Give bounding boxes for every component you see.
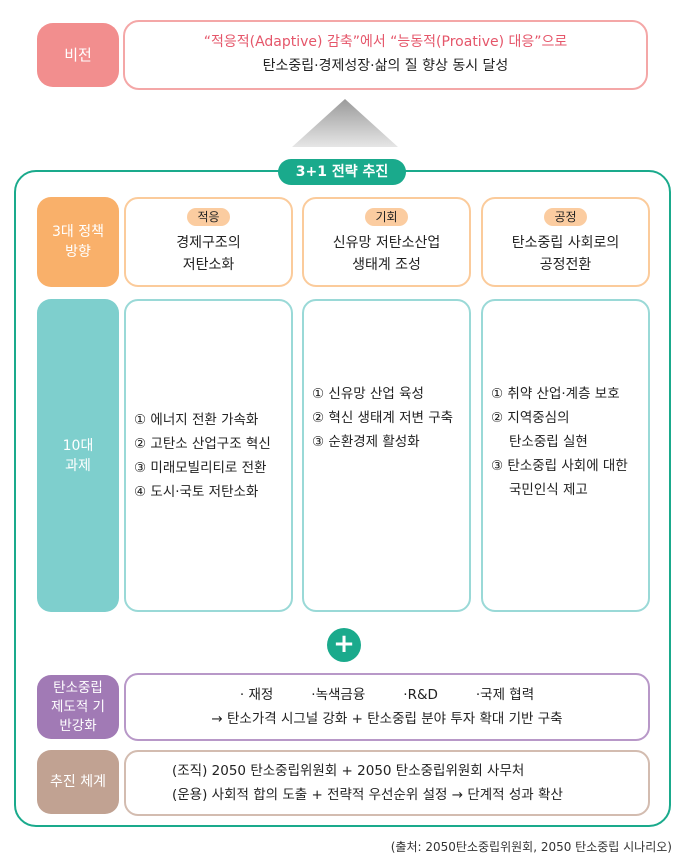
- institution-items: · 재정 ·녹색금융 ·R&D ·국제 협력: [240, 683, 534, 707]
- tasks-label: 10대 과제: [37, 299, 119, 612]
- vision-box: “적응적(Adaptive) 감축”에서 “능동적(Proative) 대응”으…: [123, 20, 648, 90]
- vision-label: 비전: [37, 23, 119, 87]
- institution-line2: → 탄소가격 시그널 강화 + 탄소중립 분야 투자 확대 기반 구축: [211, 711, 563, 727]
- list-item: ④ 도시·국토 저탄소화: [134, 483, 259, 500]
- institution-item: ·녹색금융: [311, 687, 366, 703]
- list-item: ③ 탄소중립 사회에 대한: [491, 458, 628, 474]
- institution-label: 탄소중립 제도적 기반강화: [37, 675, 119, 739]
- task-list: ① 에너지 전환 가속화 ② 고탄소 산업구조 혁신 ③ 미래모빌리티로 전환 …: [134, 408, 271, 504]
- policy-label: 3대 정책 방향: [37, 197, 119, 287]
- institution-box: · 재정 ·녹색금융 ·R&D ·국제 협력 → 탄소가격 시그널 강화 + 탄…: [124, 673, 650, 741]
- policy-item-opportunity: 기회 신유망 저탄소산업 생태계 조성: [302, 197, 471, 287]
- strategy-title: 3+1 전략 추진: [278, 159, 406, 185]
- plus-icon: +: [327, 628, 361, 662]
- vision-line1: “적응적(Adaptive) 감축”에서 “능동적(Proative) 대응”으…: [203, 34, 568, 50]
- policy-item-adaptation: 적응 경제구조의 저탄소화: [124, 197, 293, 287]
- system-line1: (조직) 2050 탄소중립위원회 + 2050 탄소중립위원회 사무처: [172, 763, 525, 779]
- system-box: (조직) 2050 탄소중립위원회 + 2050 탄소중립위원회 사무처 (운용…: [124, 750, 650, 816]
- policy-tag: 공정: [544, 208, 587, 226]
- up-arrow-triangle-icon: [292, 99, 398, 147]
- list-item: ③ 순환경제 활성화: [312, 434, 420, 450]
- list-item: ① 에너지 전환 가속화: [134, 411, 259, 428]
- tasks-col-2: ① 신유망 산업 육성 ② 혁신 생태계 저변 구축 ③ 순환경제 활성화: [302, 299, 471, 612]
- institution-item: ·국제 협력: [475, 687, 535, 703]
- policy-item-fairness: 공정 탄소중립 사회로의 공정전환: [481, 197, 650, 287]
- policy-line: 탄소중립 사회로의: [511, 235, 620, 251]
- list-item: 국민인식 제고: [509, 482, 588, 498]
- list-item: ① 신유망 산업 육성: [312, 386, 424, 402]
- policy-line: 공정전환: [539, 257, 592, 273]
- system-label: 추진 체계: [37, 750, 119, 814]
- list-item: ③ 미래모빌리티로 전환: [134, 459, 267, 476]
- source-note: (출처: 2050탄소중립위원회, 2050 탄소중립 시나리오): [390, 840, 672, 854]
- institution-item: ·R&D: [403, 687, 438, 703]
- vision-line2: 탄소중립·경제성장·삶의 질 향상 동시 달성: [262, 58, 509, 74]
- policy-line: 경제구조의: [176, 235, 241, 251]
- policy-line: 저탄소화: [182, 257, 235, 273]
- policy-tag: 기회: [365, 208, 408, 226]
- system-line2: (운용) 사회적 합의 도출 + 전략적 우선순위 설정 → 단계적 성과 확산: [172, 787, 563, 803]
- policy-line: 생태계 조성: [352, 257, 421, 273]
- policy-line: 신유망 저탄소산업: [332, 235, 441, 251]
- policy-tag: 적응: [187, 208, 230, 226]
- list-item: ② 지역중심의: [491, 410, 570, 426]
- task-list: ① 취약 산업·계층 보호 ② 지역중심의 탄소중립 실현 ③ 탄소중립 사회에…: [491, 382, 628, 502]
- tasks-col-1: ① 에너지 전환 가속화 ② 고탄소 산업구조 혁신 ③ 미래모빌리티로 전환 …: [124, 299, 293, 612]
- institution-item: · 재정: [239, 687, 274, 703]
- list-item: ② 고탄소 산업구조 혁신: [134, 435, 271, 452]
- list-item: ① 취약 산업·계층 보호: [491, 386, 620, 402]
- tasks-col-3: ① 취약 산업·계층 보호 ② 지역중심의 탄소중립 실현 ③ 탄소중립 사회에…: [481, 299, 650, 612]
- list-item: ② 혁신 생태계 저변 구축: [312, 410, 454, 426]
- list-item: 탄소중립 실현: [509, 434, 588, 450]
- task-list: ① 신유망 산업 육성 ② 혁신 생태계 저변 구축 ③ 순환경제 활성화: [312, 382, 453, 454]
